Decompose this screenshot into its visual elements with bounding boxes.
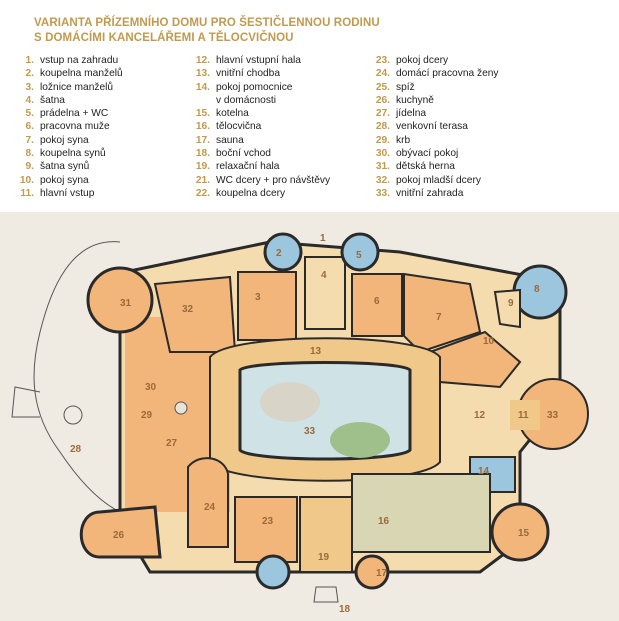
legend-item: 22.koupelna dcery [195, 187, 286, 199]
plan-label: 23 [262, 516, 274, 527]
legend-item: 32.pokoj mladší dcery [375, 174, 481, 186]
master-bedroom [237, 271, 297, 341]
legend-item: 19.relaxační hala [195, 161, 280, 173]
terrace-steps [11, 386, 41, 418]
relax-hall [299, 496, 353, 573]
legend-item: 15.kotelna [195, 108, 249, 120]
plan-label: 32 [182, 304, 194, 315]
legend-item: 24.domácí pracovna ženy [375, 68, 499, 80]
plan-label: 24 [204, 502, 216, 513]
sauna [354, 554, 390, 590]
plan-label: 3 [255, 292, 261, 303]
plan-label: 2 [276, 248, 282, 259]
legend-item: 25.spíž [375, 81, 415, 93]
plan-label: 19 [318, 552, 330, 563]
sons-bathroom [512, 264, 568, 320]
plan-label: 8 [534, 284, 540, 295]
wife-office [187, 457, 229, 548]
legend-item: 33.vnitřní zahrada [375, 187, 464, 199]
main-entrance [510, 400, 540, 430]
plan-label: 1 [320, 233, 326, 244]
plan-label: 28 [70, 444, 82, 455]
plan-label: 33 [304, 426, 316, 437]
garden-stones [260, 382, 320, 422]
kitchen [79, 505, 162, 559]
plan-label: 13 [310, 346, 322, 357]
legend-item: 17.sauna [195, 134, 244, 146]
legend-item: 4.šatna [25, 94, 65, 106]
title-line-2: S DOMÁCÍMI KANCELÁŘEMI A TĚLOCVIČNOU [34, 32, 294, 44]
legend-item: 18.boční vchod [195, 148, 271, 160]
plan-label: 7 [436, 312, 442, 323]
daughter-bathroom [255, 554, 291, 590]
plan-label: 6 [374, 296, 380, 307]
legend-item: 21.WC dcery + pro návštěvy [195, 174, 331, 186]
side-entrance-steps [313, 586, 339, 603]
plan-label: 17 [376, 568, 388, 579]
sons-closet [493, 288, 521, 329]
gym [351, 473, 491, 553]
plan-label: 26 [113, 530, 125, 541]
plan-label: 15 [518, 528, 530, 539]
legend-item: 26.kuchyně [375, 94, 434, 106]
daughter-room [234, 496, 298, 563]
legend-item: 14.pokoj pomocnice [195, 81, 293, 93]
legend-item: 9.šatna synů [25, 161, 90, 173]
legend-column-3: 23.pokoj dcery 24.domácí pracovna ženy 2… [372, 54, 499, 200]
terrace-outline [33, 241, 121, 513]
plan-label: 16 [378, 516, 390, 527]
legend-item: 5.prádelna + WC [25, 108, 109, 120]
legend-item: 30.obývací pokoj [375, 148, 459, 160]
legend-item: 28.venkovní terasa [375, 121, 468, 133]
legend-item-continued: v domácnosti [216, 94, 277, 106]
plan-label: 11 [518, 410, 529, 421]
legend-item: 12.hlavní vstupní hala [195, 55, 301, 66]
legend-item: 2.koupelna manželů [25, 68, 123, 80]
plan-label: 4 [321, 270, 327, 281]
legend-item: 7.pokoj syna [25, 134, 89, 146]
legend-item: 11.hlavní vstup [20, 187, 95, 199]
plan-label: 30 [145, 382, 157, 393]
boiler-room [490, 502, 550, 562]
legend-item: 8.koupelna synů [25, 148, 106, 160]
laundry [340, 232, 380, 272]
legend-column-1: 1.vstup na zahradu 2.koupelna manželů 3.… [16, 54, 123, 200]
garden-pond [330, 422, 390, 458]
legend-item: 1.vstup na zahradu [25, 55, 119, 66]
plan-label: 9 [508, 298, 514, 309]
legend-item: 29.krb [375, 134, 411, 146]
legend-column-2: 12.hlavní vstupní hala 13.vnitřní chodba… [192, 54, 330, 200]
closet [304, 256, 346, 330]
plan-label: 27 [166, 438, 178, 449]
legend-item: 27.jídelna [375, 108, 427, 120]
playroom [86, 266, 154, 334]
younger-daughter-room [153, 275, 237, 353]
floor-plan: 1 2 3 4 5 6 7 8 9 10 11 12 13 14 15 16 1… [0, 212, 619, 621]
plan-label: 33 [547, 410, 559, 421]
plan-label: 5 [356, 250, 362, 261]
legend-item: 16.tělocvična [195, 121, 262, 133]
fireplace [174, 401, 188, 415]
plan-label: 31 [120, 298, 132, 309]
legend-item: 6.pracovna muže [25, 121, 110, 133]
legend-item: 31.dětská herna [375, 161, 455, 173]
master-bathroom [263, 232, 303, 272]
title-line-1: VARIANTA PŘÍZEMNÍHO DOMU PRO ŠESTIČLENNO… [34, 17, 380, 29]
legend-item: 23.pokoj dcery [375, 55, 449, 66]
son-room-7 [403, 272, 482, 354]
legend-item: 13.vnitřní chodba [195, 68, 280, 80]
plan-label: 14 [478, 466, 490, 477]
terrace-table [63, 405, 83, 425]
plan-label: 12 [474, 410, 486, 421]
plan-label: 29 [141, 410, 153, 421]
diagram-title: VARIANTA PŘÍZEMNÍHO DOMU PRO ŠESTIČLENNO… [34, 16, 380, 46]
plan-label: 10 [483, 336, 495, 347]
plan-label: 18 [339, 604, 351, 615]
husband-office [351, 273, 403, 337]
legend-item: 10.pokoj syna [19, 174, 89, 186]
legend-item: 3.ložnice manželů [25, 81, 114, 93]
